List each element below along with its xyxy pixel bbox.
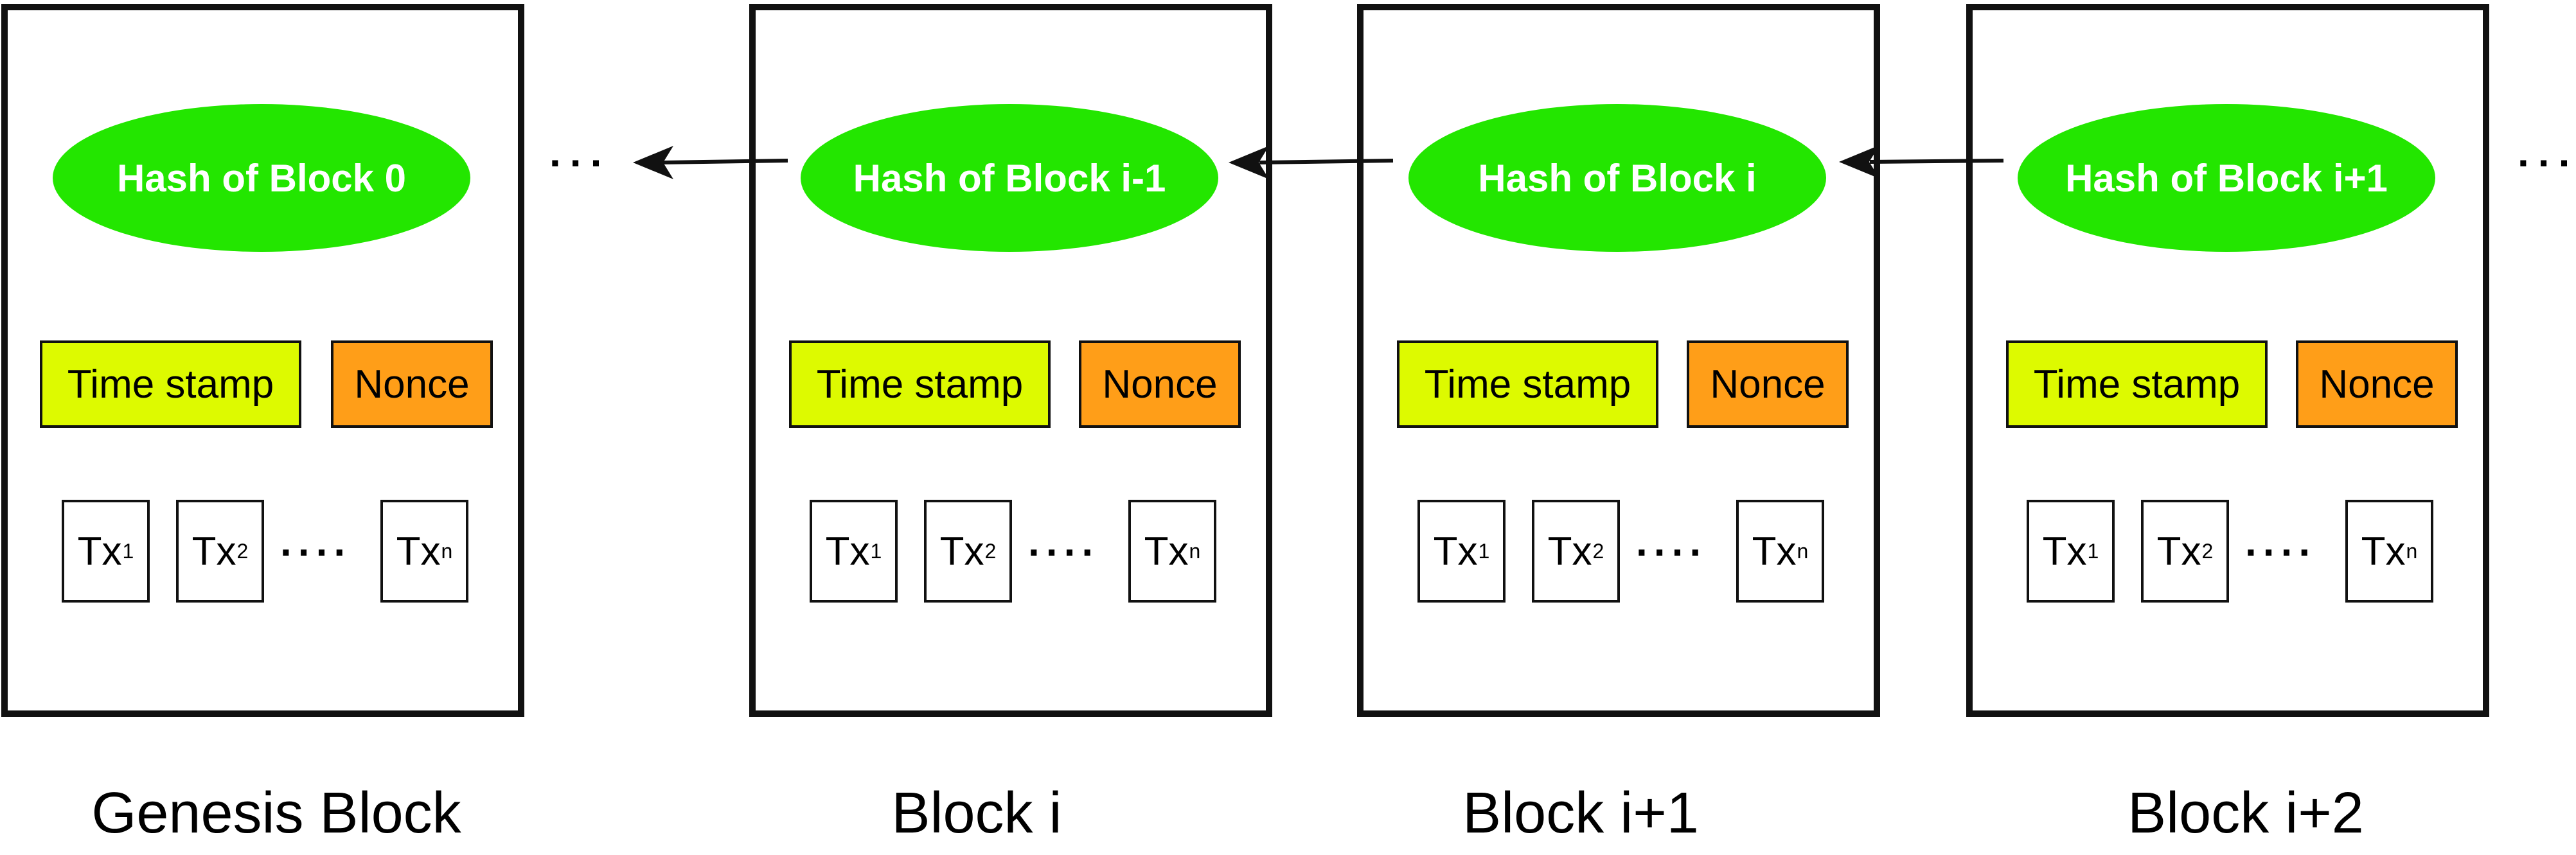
tx-base: Tx [939,529,984,574]
tx-subscript: n [1189,539,1201,563]
time-stamp-label: Time stamp [816,362,1024,407]
hash-label: Hash of Block i [1478,156,1757,200]
tx-base: Tx [825,529,870,574]
nonce-label: Nonce [1102,362,1218,407]
chain-ellipsis-left: ... [549,129,611,175]
tx-base: Tx [1144,529,1189,574]
tx-base: Tx [1547,529,1592,574]
hash-ellipse: Hash of Block 0 [53,104,470,252]
tx-base: Tx [2042,529,2087,574]
chain-ellipsis-right: ... [2518,129,2576,175]
hash-label: Hash of Block i+1 [2065,156,2388,200]
tx-base: Tx [191,529,236,574]
tx-subscript: n [1797,539,1809,563]
tx-subscript: 2 [1592,539,1604,563]
hash-ellipse: Hash of Block i [1408,104,1826,252]
time-stamp-box: Time stamp [789,340,1051,428]
block-caption-block-i-plus-1: Block i+1 [1462,781,1699,845]
tx-base: Tx [2156,529,2201,574]
tx-subscript: n [441,539,453,563]
tx-ellipsis: .... [280,518,352,565]
tx-subscript: 1 [122,539,134,563]
time-stamp-box: Time stamp [2006,340,2268,428]
tx-subscript: 1 [870,539,882,563]
hash-ellipse: Hash of Block i+1 [2018,104,2435,252]
arrowhead-icon [633,146,673,179]
tx-base: Tx [1752,529,1797,574]
time-stamp-label: Time stamp [67,362,274,407]
tx-subscript: 2 [984,539,997,563]
tx-subscript: 1 [2087,539,2099,563]
block-caption-block-i: Block i [891,781,1062,845]
tx-subscript: 2 [236,539,249,563]
block-caption-genesis: Genesis Block [91,781,461,845]
nonce-box: Nonce [2296,340,2458,428]
tx-ellipsis: .... [2245,518,2317,565]
nonce-label: Nonce [354,362,470,407]
time-stamp-label: Time stamp [2033,362,2241,407]
hash-ellipse: Hash of Block i-1 [801,104,1218,252]
tx-base: Tx [2361,529,2406,574]
tx-subscript: 2 [2201,539,2214,563]
tx-ellipsis: .... [1028,518,1100,565]
tx-ellipsis: .... [1636,518,1708,565]
nonce-box: Nonce [1079,340,1241,428]
nonce-label: Nonce [2319,362,2435,407]
nonce-label: Nonce [1710,362,1825,407]
time-stamp-box: Time stamp [1397,340,1658,428]
block-caption-block-i-plus-2: Block i+2 [2127,781,2364,845]
hash-label: Hash of Block i-1 [853,156,1166,200]
nonce-box: Nonce [331,340,493,428]
nonce-box: Nonce [1687,340,1849,428]
tx-base: Tx [396,529,441,574]
time-stamp-box: Time stamp [40,340,301,428]
tx-subscript: 1 [1478,539,1490,563]
tx-subscript: n [2406,539,2418,563]
tx-base: Tx [77,529,122,574]
time-stamp-label: Time stamp [1424,362,1631,407]
hash-label: Hash of Block 0 [116,156,407,200]
tx-base: Tx [1433,529,1478,574]
